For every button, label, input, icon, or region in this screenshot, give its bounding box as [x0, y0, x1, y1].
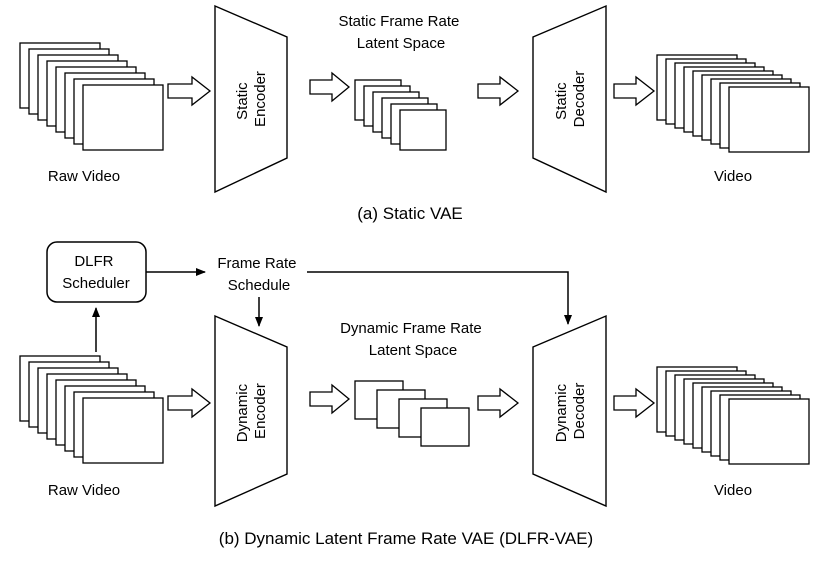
- static-vae-panel: Raw Video Static Encoder Static Frame Ra…: [19, 4, 810, 223]
- dlfr-scheduler-label: DLFR Scheduler: [62, 253, 130, 292]
- dlfr-scheduler-box: [46, 241, 147, 303]
- dynamic-vae-panel: DLFR Scheduler Frame Rate Schedule Raw V…: [19, 241, 810, 548]
- static-decoder-block: [532, 4, 607, 194]
- static-output-arrow: [613, 75, 656, 107]
- dynamic-latent-label: Dynamic Frame Rate Latent Space: [340, 320, 486, 359]
- static-input-arrow: [167, 75, 212, 107]
- frame: [420, 407, 470, 447]
- static-raw-video-frames: [19, 42, 164, 151]
- dynamic-vae-caption: (b) Dynamic Latent Frame Rate VAE (DLFR-…: [219, 529, 593, 548]
- static-video-label: Video: [714, 168, 752, 185]
- dynamic-output-video-frames: [656, 366, 810, 465]
- frame-rate-schedule-label: Frame Rate Schedule: [217, 255, 300, 294]
- dynamic-latent-output-arrow: [477, 387, 520, 419]
- static-latent-frames: [354, 79, 447, 151]
- dynamic-latent-frames: [354, 380, 470, 447]
- static-vae-caption: (a) Static VAE: [357, 204, 463, 223]
- dynamic-decoder-block: [532, 314, 607, 508]
- dynamic-input-arrow: [167, 387, 212, 419]
- static-latent-label: Static Frame Rate Latent Space: [338, 13, 463, 52]
- frame: [728, 398, 810, 465]
- static-latent-output-arrow: [477, 75, 520, 107]
- frame: [399, 109, 447, 151]
- dynamic-decoder-label: Dynamic Decoder: [553, 380, 588, 443]
- static-decoder-label: Static Decoder: [553, 71, 588, 128]
- static-encoder-output-arrow: [309, 71, 351, 103]
- schedule-to-decoder-arrow: [307, 271, 572, 325]
- static-output-video-frames: [656, 54, 810, 153]
- dynamic-encoder-output-arrow: [309, 383, 351, 415]
- dynamic-encoder-block: [214, 314, 288, 508]
- dynamic-encoder-label: Dynamic Encoder: [234, 380, 269, 443]
- static-encoder-block: [214, 4, 288, 194]
- dynamic-video-label: Video: [714, 482, 752, 499]
- static-raw-video-label: Raw Video: [48, 168, 120, 185]
- dynamic-output-arrow: [613, 387, 656, 419]
- static-encoder-label: Static Encoder: [234, 71, 269, 127]
- dynamic-raw-video-frames: [19, 355, 164, 464]
- dynamic-raw-video-label: Raw Video: [48, 482, 120, 499]
- frame: [82, 397, 164, 464]
- frame: [728, 86, 810, 153]
- frame: [82, 84, 164, 151]
